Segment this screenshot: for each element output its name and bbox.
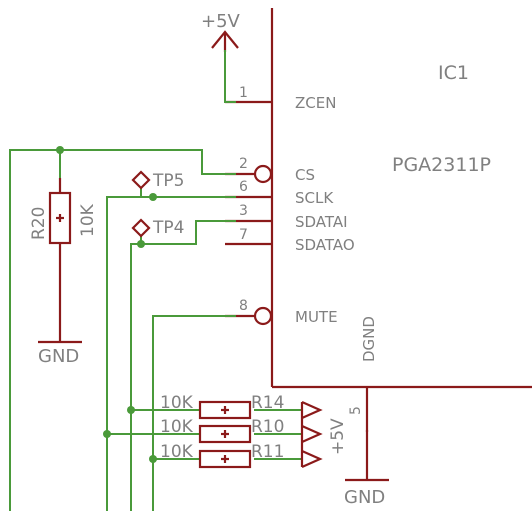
- resistor-r14: [198, 400, 252, 420]
- pin-number-sdatao: 7: [239, 227, 248, 243]
- testpoint-tp5-label: TP5: [152, 171, 184, 191]
- pin-name-cs: CS: [295, 166, 315, 184]
- pin-name-sclk: SCLK: [295, 189, 334, 207]
- pin-name-sdatai: SDATAI: [295, 213, 348, 231]
- pin-number-cs: 2: [239, 156, 248, 172]
- testpoint-tp5: [131, 170, 151, 197]
- resistor-r11-ref: R11: [251, 442, 284, 462]
- junction-dot: [56, 146, 64, 154]
- ic-pins: [225, 100, 369, 432]
- resistor-r10-value: 10K: [160, 417, 194, 437]
- pin-number-mute: 8: [239, 298, 248, 314]
- testpoint-tp4: [131, 218, 151, 244]
- pin-number-zcen: 1: [239, 85, 248, 101]
- junction-dot: [127, 406, 135, 414]
- resistor-r10-ref: R10: [251, 417, 284, 437]
- ic-name: IC1: [438, 62, 469, 84]
- resistor-r14-ref: R14: [251, 393, 284, 413]
- junction-dot: [149, 193, 157, 201]
- pin-name-dgnd: DGND: [360, 316, 378, 362]
- pin-name-zcen: ZCEN: [295, 94, 336, 112]
- supply-label-top: +5V: [201, 11, 241, 32]
- supply-arrows-right: [300, 400, 323, 469]
- resistor-r20: [48, 178, 72, 275]
- pin-number-dgnd: 5: [348, 406, 364, 415]
- ground-label-bottom: GND: [344, 487, 385, 508]
- pin-number-sclk: 6: [239, 179, 248, 195]
- ic-part: PGA2311P: [392, 154, 491, 176]
- pin-name-sdatao: SDATAO: [295, 236, 355, 254]
- junction-dot: [149, 455, 157, 463]
- resistor-r10: [198, 424, 252, 444]
- pin-number-sdatai: 3: [239, 203, 248, 219]
- resistor-r11: [198, 449, 252, 469]
- testpoint-tp4-label: TP4: [152, 218, 184, 238]
- ground-symbol-left: [38, 275, 82, 344]
- junction-dot: [103, 430, 111, 438]
- resistor-r20-value: 10K: [78, 203, 98, 237]
- pin-name-mute: MUTE: [295, 308, 338, 326]
- supply-label-right: +5V: [328, 418, 348, 455]
- wires: [9, 50, 369, 511]
- ground-label-left: GND: [38, 346, 79, 367]
- resistor-r11-value: 10K: [160, 442, 194, 462]
- resistor-r14-value: 10K: [160, 393, 194, 413]
- supply-symbol-top: [211, 30, 239, 52]
- resistor-r20-ref: R20: [29, 207, 49, 240]
